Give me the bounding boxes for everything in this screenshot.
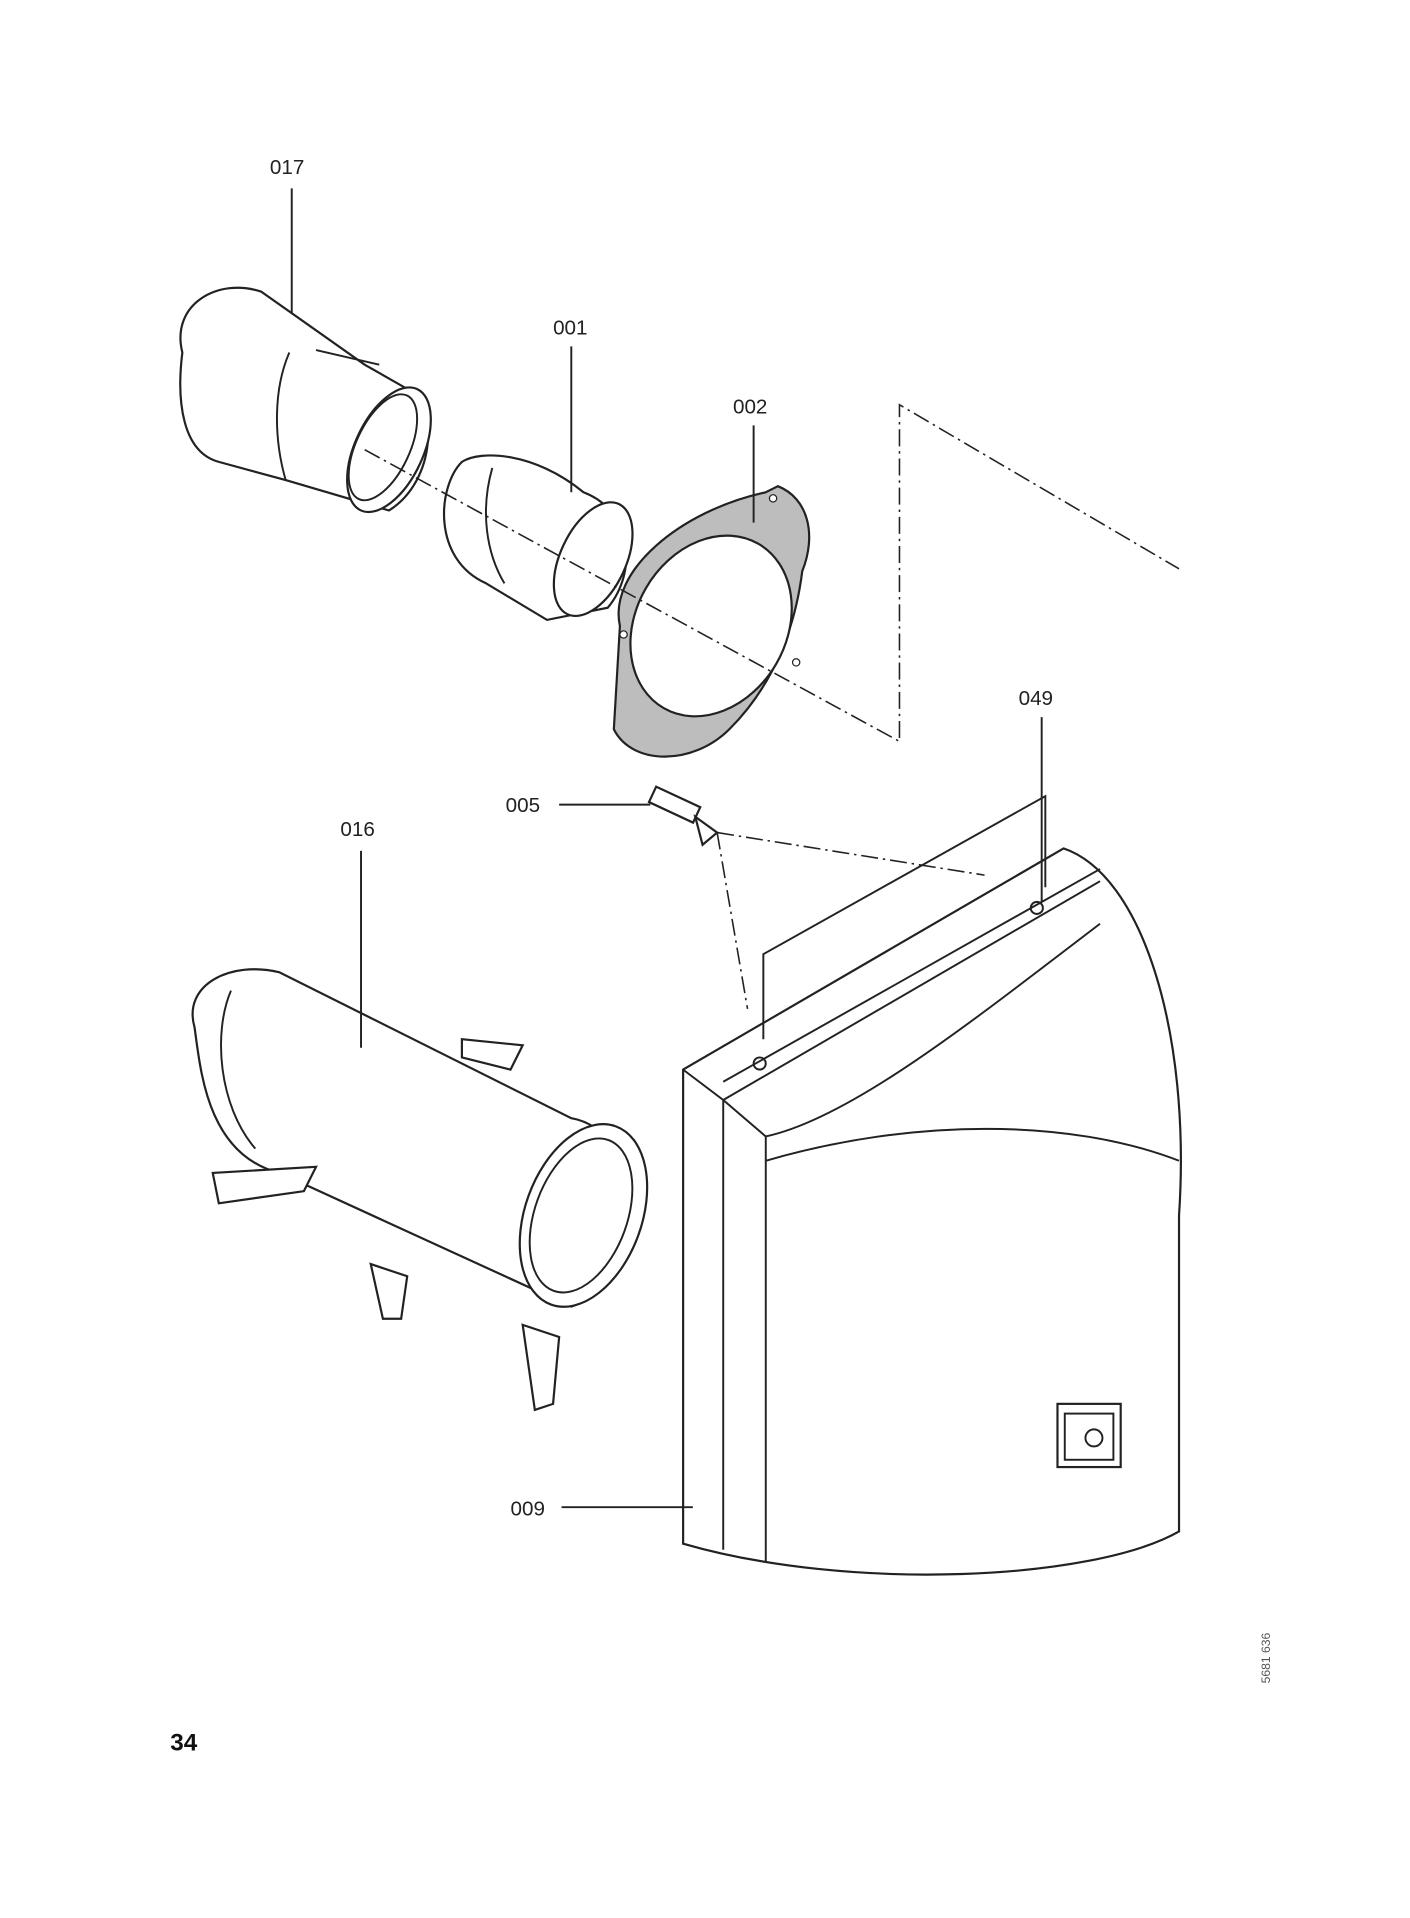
label-017: 017 — [270, 156, 304, 179]
label-016: 016 — [340, 818, 374, 841]
part-009-housing — [682, 794, 1182, 1576]
label-001: 001 — [553, 316, 587, 339]
label-005: 005 — [506, 794, 540, 817]
label-009: 009 — [511, 1498, 545, 1521]
part-002-gasket — [612, 484, 811, 758]
label-002: 002 — [733, 395, 767, 418]
part-017-tube — [179, 286, 432, 514]
part-016-tube — [191, 968, 649, 1412]
part-005-electrode — [647, 785, 719, 847]
leader-lines — [290, 188, 1043, 1509]
electrode-axis-line — [716, 831, 985, 1009]
drawing-code: 5681 636 — [1259, 1633, 1273, 1684]
label-049: 049 — [1019, 687, 1053, 710]
part-001-nozzle — [442, 454, 634, 622]
assembly-axis-line — [364, 403, 1180, 743]
page-number: 34 — [170, 1729, 198, 1756]
